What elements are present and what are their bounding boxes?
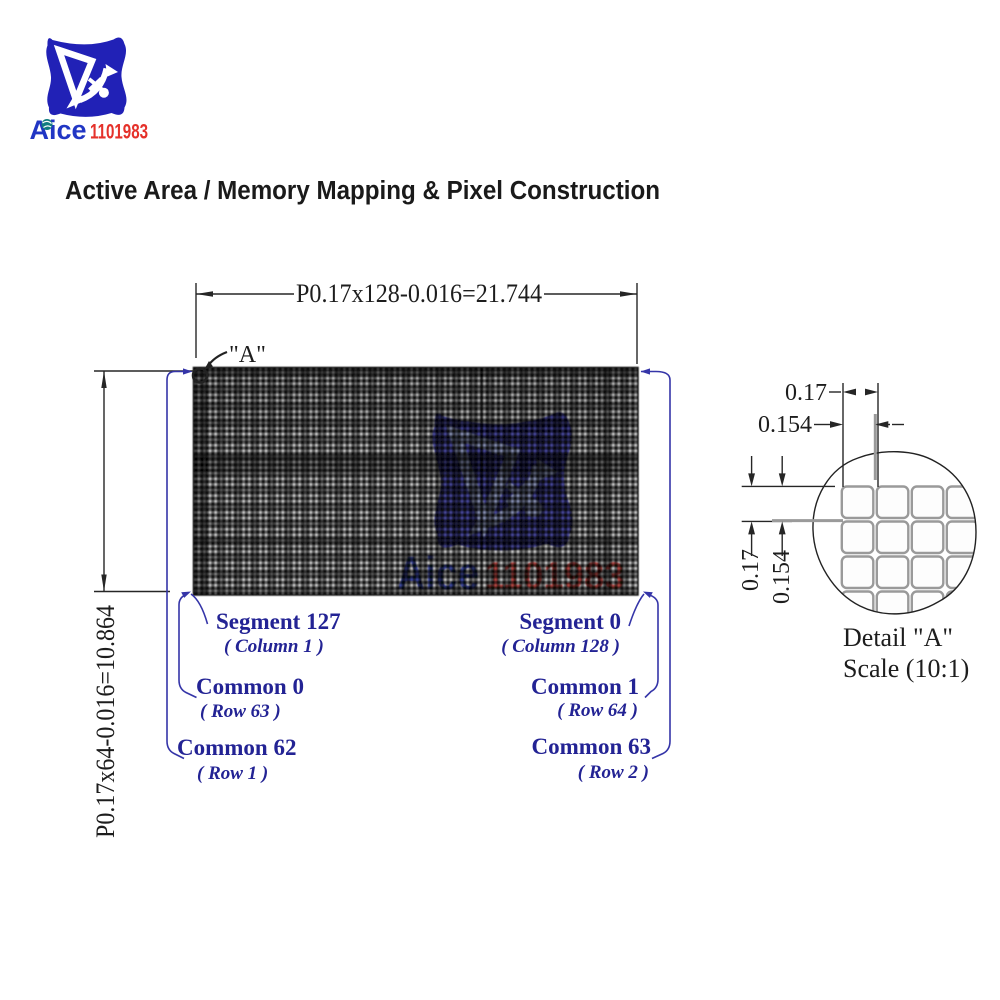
- svg-text:( Row 1 ): ( Row 1 ): [197, 763, 268, 784]
- svg-text:Active Area / Memory Mapping &: Active Area / Memory Mapping & Pixel Con…: [65, 177, 660, 205]
- svg-text:0.17: 0.17: [785, 380, 827, 406]
- svg-text:( Row 64 ): ( Row 64 ): [557, 700, 638, 721]
- svg-text:P0.17x64-0.016=10.864: P0.17x64-0.016=10.864: [91, 605, 120, 838]
- svg-text:Segment 0: Segment 0: [519, 609, 621, 634]
- svg-text:P0.17x128-0.016=21.744: P0.17x128-0.016=21.744: [296, 279, 542, 308]
- svg-text:Aice: Aice: [397, 548, 479, 601]
- svg-text:( Row 2 ): ( Row 2 ): [578, 762, 649, 783]
- svg-text:Scale (10:1): Scale (10:1): [843, 654, 969, 683]
- svg-text:( Column 128 ): ( Column 128 ): [501, 636, 620, 657]
- svg-text:0.154: 0.154: [758, 412, 812, 438]
- svg-text:( Column 1 ): ( Column 1 ): [224, 636, 324, 657]
- svg-text:Common 63: Common 63: [532, 734, 651, 759]
- svg-text:Common 0: Common 0: [196, 674, 304, 699]
- svg-text:0.154: 0.154: [769, 550, 795, 604]
- svg-text:"A": "A": [229, 342, 266, 368]
- svg-text:Segment 127: Segment 127: [216, 609, 341, 634]
- svg-text:( Row 63 ): ( Row 63 ): [200, 701, 281, 722]
- svg-text:0.17: 0.17: [738, 549, 764, 591]
- svg-text:1101983: 1101983: [485, 555, 625, 597]
- svg-text:Common 62: Common 62: [177, 735, 296, 760]
- svg-text:Detail "A": Detail "A": [843, 623, 953, 652]
- svg-text:Common 1: Common 1: [531, 674, 639, 699]
